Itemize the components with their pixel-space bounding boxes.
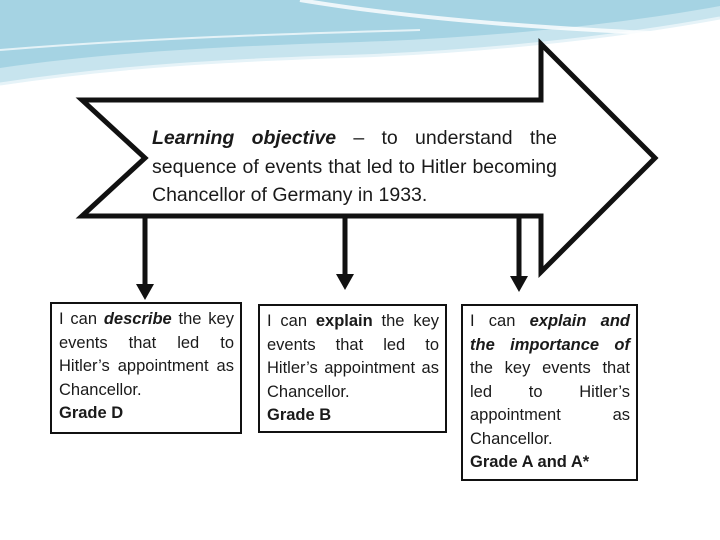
- grade-b-box: I can explain the key events that led to…: [258, 304, 447, 433]
- grade-b-label: Grade B: [267, 406, 332, 424]
- big-arrow: [75, 37, 659, 279]
- box-d-text: the key events that led to Hitler’s appo…: [59, 310, 234, 399]
- box-d-emphasis: describe: [103, 310, 172, 328]
- box-b-pre: I can: [267, 312, 316, 330]
- background-wave: [0, 0, 720, 86]
- box-b-text: the key events that led to Hitler’s appo…: [267, 312, 439, 401]
- grade-d-label: Grade D: [59, 404, 124, 422]
- learning-objective: Learning objective – to understand the s…: [152, 124, 557, 210]
- grade-a-box: I can explain and the importance of the …: [461, 304, 638, 481]
- box-a-text: the key events that led to Hitler’s appo…: [470, 359, 630, 448]
- objective-lead: Learning objective: [152, 127, 337, 149]
- connector-arrow-1: [136, 218, 154, 300]
- box-a-pre: I can: [470, 312, 530, 330]
- connector-arrow-2: [336, 218, 354, 290]
- box-b-emphasis: explain: [315, 312, 373, 330]
- grade-d-box: I can describe the key events that led t…: [50, 302, 242, 434]
- grade-a-label: Grade A and A*: [470, 453, 590, 471]
- connector-arrow-3: [510, 218, 528, 292]
- objective-text: – to understand the sequence of events t…: [152, 127, 557, 206]
- box-a-emphasis: explain and the importance of: [470, 312, 631, 354]
- box-d-pre: I can: [59, 310, 104, 328]
